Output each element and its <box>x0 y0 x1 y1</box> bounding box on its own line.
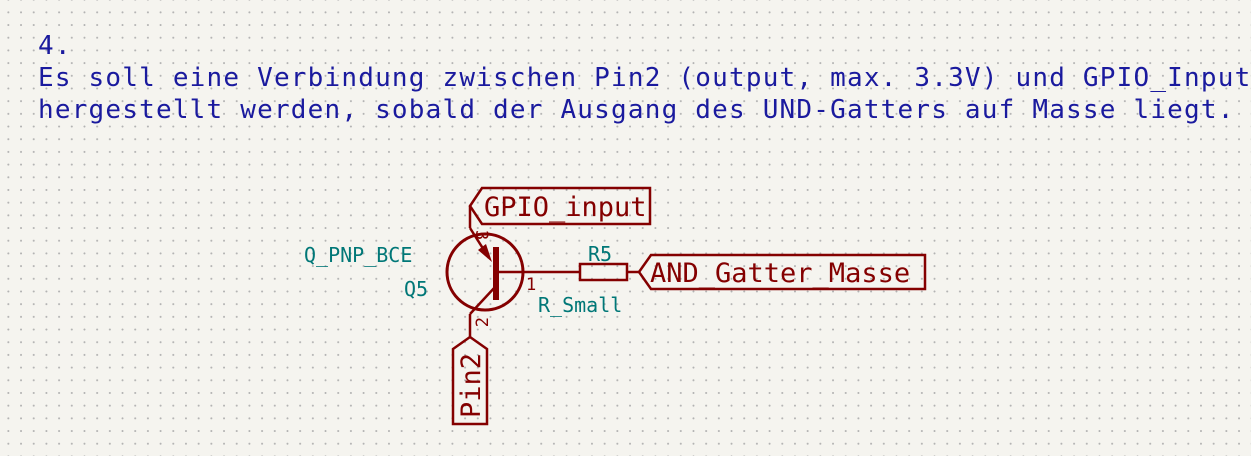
note-line-1: 4. <box>38 31 72 61</box>
gpio-input-label[interactable]: GPIO_input <box>468 186 652 226</box>
resistor-value: R_Small <box>538 293 622 317</box>
transistor-reference: Q5 <box>404 277 428 301</box>
note-line-2: Es soll eine Verbindung zwischen Pin2 (o… <box>38 63 1251 93</box>
and-gatter-masse-label[interactable]: AND_Gatter_Masse <box>637 253 927 291</box>
transistor-collector-lead <box>469 285 497 315</box>
and-gatter-masse-label-text: AND_Gatter_Masse <box>650 258 910 289</box>
transistor-symbol-name: Q_PNP_BCE <box>304 243 412 267</box>
pin2-label-text: Pin2 <box>456 353 487 418</box>
gpio-input-label-text: GPIO_input <box>484 192 647 223</box>
resistor-reference: R5 <box>588 242 612 266</box>
collector-pin-number: 2 <box>473 317 493 327</box>
transistor-emitter-arrow <box>478 244 492 262</box>
transistor-q5[interactable] <box>445 227 525 315</box>
resistor-r5[interactable] <box>578 262 629 282</box>
base-pin-number: 1 <box>526 275 536 295</box>
pin2-label[interactable]: Pin2 <box>451 335 489 426</box>
task-note: 4.Es soll eine Verbindung zwischen Pin2 … <box>38 30 1251 126</box>
note-line-3: hergestellt werden, sobald der Ausgang d… <box>38 95 1235 125</box>
resistor-body <box>578 262 629 282</box>
